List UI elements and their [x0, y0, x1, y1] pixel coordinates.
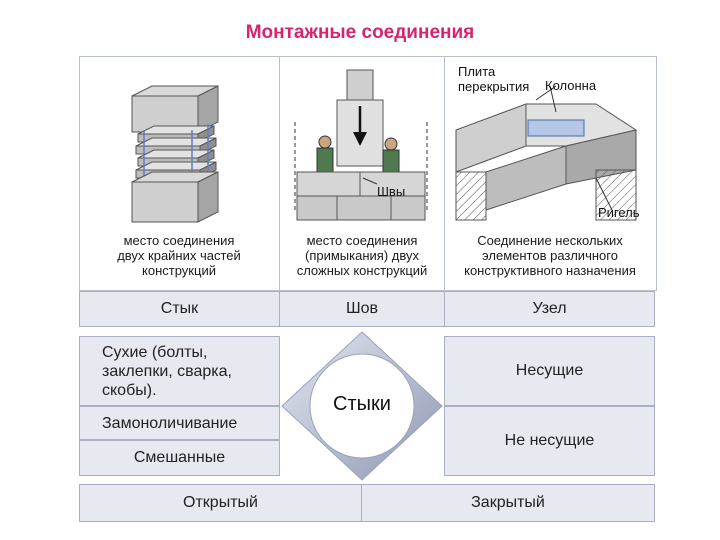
- open-joint: Открытый: [79, 484, 362, 522]
- type-seam: Шов: [279, 291, 445, 327]
- seam-illustration: [294, 69, 428, 221]
- node-nonbearing: Не несущие: [444, 406, 655, 476]
- panel-divider: [444, 56, 445, 291]
- center-diamond: [281, 331, 443, 481]
- center-label: Стыки: [333, 393, 391, 415]
- node-bearing: Несущие: [444, 336, 655, 406]
- joint-dry: Сухие (болты, заклепки, сварка, скобы).: [79, 336, 280, 406]
- panel-divider: [279, 56, 280, 291]
- joint-mixed: Смешанные: [79, 440, 280, 476]
- type-node: Узел: [444, 291, 655, 327]
- joint-illustration: [131, 85, 219, 223]
- joint-monolith: Замоноличивание: [79, 406, 280, 440]
- label-column: Колонна: [545, 78, 597, 93]
- node-illustration: [455, 85, 638, 221]
- type-joint: Стык: [79, 291, 280, 327]
- closed-joint: Закрытый: [361, 484, 655, 522]
- page-title: Монтажные соединения: [245, 22, 475, 43]
- label-seams: Швы: [377, 184, 406, 199]
- label-girder: Ригель: [598, 205, 640, 220]
